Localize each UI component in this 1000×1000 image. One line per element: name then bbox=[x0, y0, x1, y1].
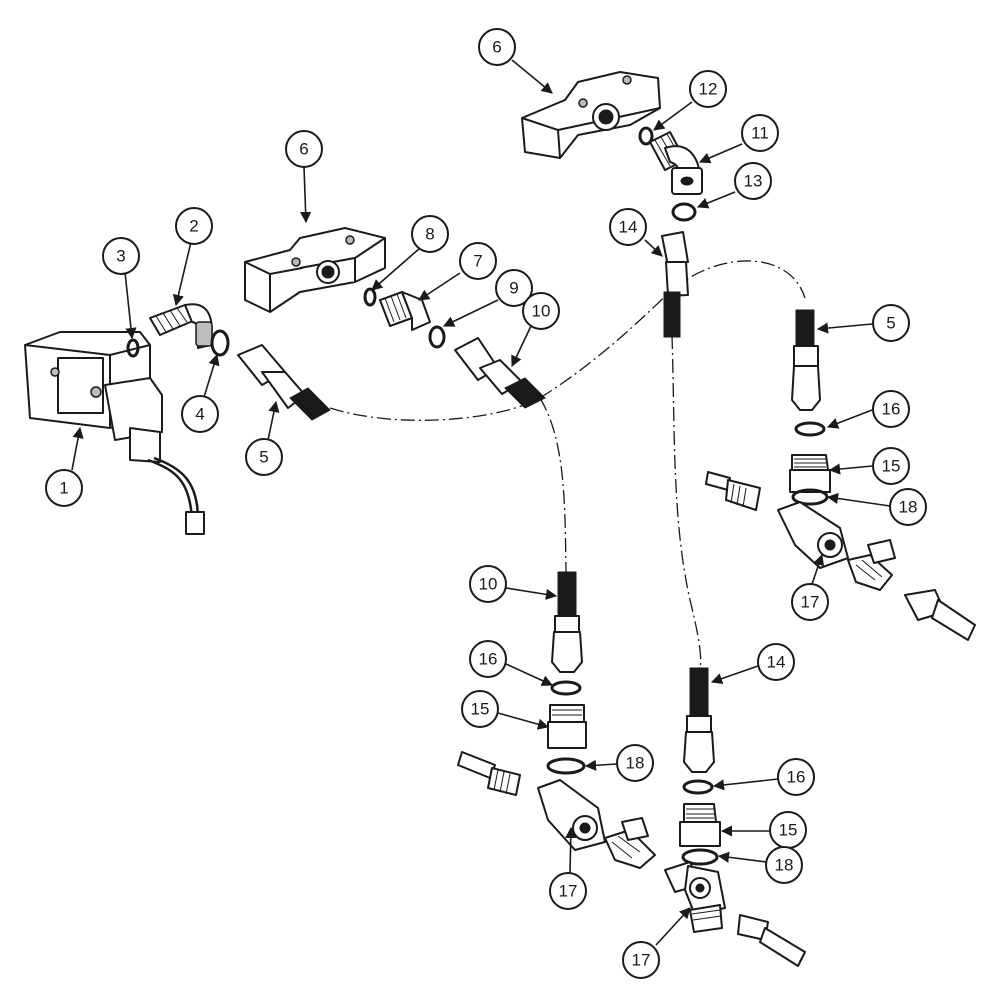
callout-part-16-lower-middle: 16 bbox=[777, 758, 815, 796]
callout-part-2: 2 bbox=[175, 207, 213, 245]
elbow-fitting-part-2 bbox=[149, 303, 213, 349]
o-ring-part-9 bbox=[428, 325, 446, 349]
svg-text:7: 7 bbox=[473, 252, 482, 271]
svg-text:5: 5 bbox=[259, 448, 268, 467]
callout-part-10-top: 10 bbox=[522, 292, 560, 330]
adapter-part-15-lower-left bbox=[547, 704, 587, 749]
svg-text:16: 16 bbox=[787, 768, 806, 787]
callout-part-15-right: 15 bbox=[872, 447, 910, 485]
callout-part-10-bottom: 10 bbox=[469, 565, 507, 603]
callout-part-3: 3 bbox=[102, 237, 140, 275]
svg-text:17: 17 bbox=[559, 882, 578, 901]
callout-part-18-lower-left: 18 bbox=[616, 744, 654, 782]
svg-text:17: 17 bbox=[632, 951, 651, 970]
callout-part-17-lower-middle: 17 bbox=[622, 941, 660, 979]
hose-assembly-part-14-top bbox=[661, 231, 689, 338]
callout-part-4: 4 bbox=[181, 395, 219, 433]
o-ring-part-16-right bbox=[794, 421, 826, 437]
callout-part-6-left: 6 bbox=[285, 130, 323, 168]
callout-part-12: 12 bbox=[689, 70, 727, 108]
o-ring-part-18-lower-middle bbox=[681, 848, 719, 866]
adapter-part-15-lower-middle bbox=[679, 803, 721, 847]
svg-text:15: 15 bbox=[779, 821, 798, 840]
svg-text:15: 15 bbox=[882, 457, 901, 476]
callout-part-9: 9 bbox=[495, 269, 533, 307]
svg-text:2: 2 bbox=[189, 217, 198, 236]
svg-text:6: 6 bbox=[299, 140, 308, 159]
callout-part-5-left: 5 bbox=[245, 438, 283, 476]
tee-fitting-part-17-lower-left bbox=[457, 751, 656, 869]
hose-assembly-part-5-right bbox=[791, 309, 821, 411]
svg-text:10: 10 bbox=[532, 302, 551, 321]
callout-part-17-lower-left: 17 bbox=[549, 872, 587, 910]
leader-lines bbox=[71, 59, 891, 946]
svg-text:15: 15 bbox=[471, 700, 490, 719]
svg-text:12: 12 bbox=[699, 80, 718, 99]
callout-part-13: 13 bbox=[734, 162, 772, 200]
callout-part-15-lower-middle: 15 bbox=[769, 811, 807, 849]
hose-assembly-part-14-bottom bbox=[683, 667, 715, 773]
svg-text:16: 16 bbox=[479, 650, 498, 669]
callout-part-5-right: 5 bbox=[872, 304, 910, 342]
svg-text:13: 13 bbox=[744, 172, 763, 191]
svg-text:4: 4 bbox=[195, 405, 204, 424]
hose-assembly-part-5-left bbox=[237, 344, 331, 421]
svg-text:6: 6 bbox=[492, 38, 501, 57]
svg-text:14: 14 bbox=[619, 218, 638, 237]
solenoid-valve-part-1 bbox=[24, 331, 205, 535]
o-ring-part-18-lower-left bbox=[546, 757, 586, 775]
o-ring-part-4 bbox=[210, 329, 230, 357]
svg-text:16: 16 bbox=[882, 400, 901, 419]
callout-part-18-right: 18 bbox=[889, 488, 927, 526]
manifold-block-part-6-right bbox=[521, 71, 661, 159]
hose-assembly-part-10-top bbox=[454, 337, 546, 409]
svg-text:18: 18 bbox=[775, 856, 794, 875]
tee-fitting-part-17-right bbox=[705, 471, 976, 641]
callout-part-7: 7 bbox=[459, 242, 497, 280]
manifold-block-part-6-left bbox=[244, 227, 386, 313]
callout-part-11: 11 bbox=[741, 114, 779, 152]
svg-text:14: 14 bbox=[767, 653, 786, 672]
svg-text:10: 10 bbox=[479, 575, 498, 594]
callout-part-14-top: 14 bbox=[609, 208, 647, 246]
callout-part-14-bottom: 14 bbox=[757, 643, 795, 681]
o-ring-part-13 bbox=[671, 202, 697, 222]
callout-part-18-lower-middle: 18 bbox=[765, 846, 803, 884]
svg-text:11: 11 bbox=[751, 124, 769, 143]
svg-text:8: 8 bbox=[425, 225, 434, 244]
tee-fitting-part-17-lower-middle bbox=[664, 861, 806, 967]
svg-text:1: 1 bbox=[59, 479, 68, 498]
callout-part-6-right: 6 bbox=[478, 28, 516, 66]
svg-text:9: 9 bbox=[509, 279, 518, 298]
callout-part-16-right: 16 bbox=[872, 390, 910, 428]
hose-assembly-part-10-bottom bbox=[551, 571, 583, 673]
callout-part-17-right: 17 bbox=[791, 583, 829, 621]
svg-text:3: 3 bbox=[116, 247, 125, 266]
adapter-part-15-right bbox=[789, 454, 831, 493]
o-ring-part-16-lower-left bbox=[550, 680, 582, 696]
callout-part-8: 8 bbox=[411, 215, 449, 253]
svg-text:18: 18 bbox=[626, 754, 645, 773]
o-ring-part-3 bbox=[126, 338, 140, 358]
svg-text:17: 17 bbox=[801, 593, 820, 612]
callout-part-16-lower-left: 16 bbox=[469, 640, 507, 678]
o-ring-part-16-lower-middle bbox=[682, 779, 714, 795]
o-ring-part-8 bbox=[363, 287, 377, 307]
elbow-fitting-part-11 bbox=[649, 131, 703, 195]
callout-part-15-lower-left: 15 bbox=[461, 690, 499, 728]
o-ring-part-12 bbox=[638, 126, 654, 146]
callout-part-1: 1 bbox=[45, 469, 83, 507]
svg-text:18: 18 bbox=[899, 498, 918, 517]
svg-text:5: 5 bbox=[886, 314, 895, 333]
